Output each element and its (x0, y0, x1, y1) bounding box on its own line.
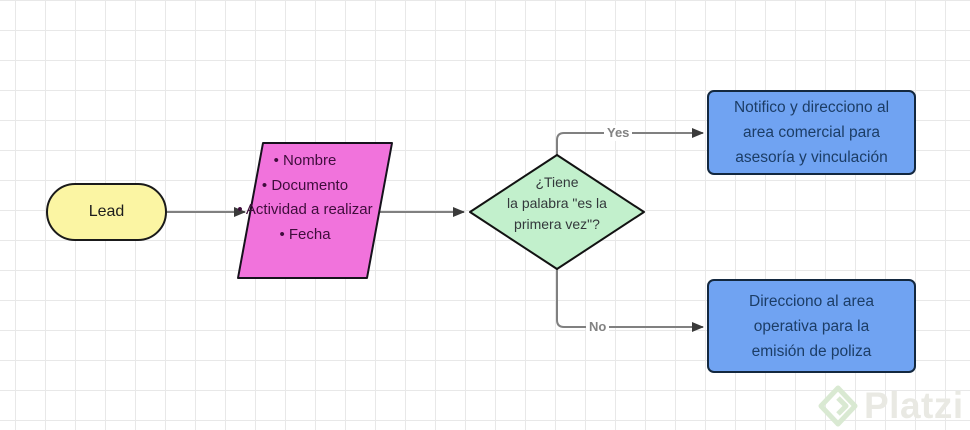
edge-label-no[interactable]: No (586, 319, 610, 335)
node-yes-outcome[interactable]: Notifico y direcciono al area comercial … (707, 90, 916, 175)
edge-decision-no[interactable] (556, 269, 704, 332)
node-decision[interactable]: ¿Tiene la palabra "es la primera vez"? (487, 172, 627, 236)
node-lead[interactable]: Lead (46, 183, 167, 241)
node-decision-label: ¿Tiene la palabra "es la primera vez"? (507, 174, 607, 232)
node-lead-label: Lead (88, 203, 125, 220)
node-no-outcome-label: Direcciono al area operativa para la emi… (749, 292, 874, 360)
lead-info-parallelogram-shape[interactable] (237, 142, 393, 279)
edge-decision-yes[interactable] (556, 128, 704, 155)
edge-label-yes[interactable]: Yes (604, 125, 633, 141)
node-no-outcome[interactable]: Direcciono al area operativa para la emi… (707, 279, 916, 373)
node-lead-info-label: • Nombre • Documento • Actividad a reali… (237, 152, 373, 243)
node-lead-info[interactable]: • Nombre • Documento • Actividad a reali… (234, 149, 376, 271)
node-yes-outcome-label: Notifico y direcciono al area comercial … (733, 99, 890, 166)
decision-diamond-shape[interactable] (469, 154, 645, 270)
